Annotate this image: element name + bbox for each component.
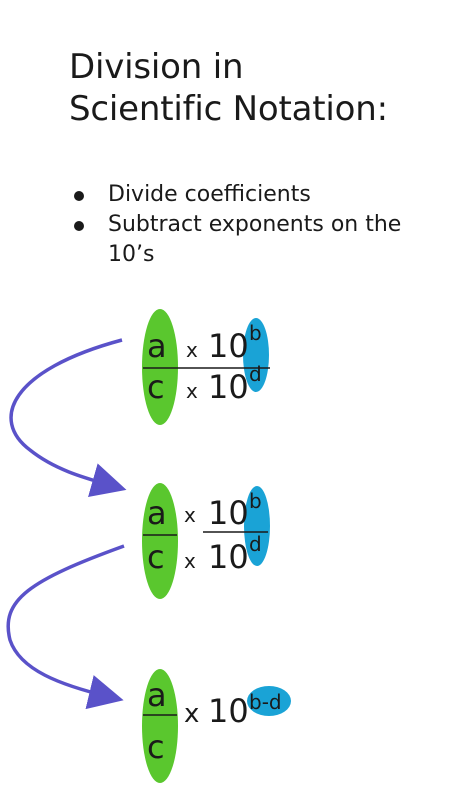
times-sign: x: [186, 338, 198, 362]
title-line-1: Division in: [69, 47, 244, 87]
numerator-base: 10: [208, 327, 249, 365]
coefficient-highlight: [142, 669, 178, 783]
bullet-text: Divide coefficients: [108, 182, 311, 207]
result-exponent: b-d: [249, 690, 282, 714]
coefficient-highlight: [142, 483, 178, 599]
numerator-base: 10: [208, 494, 249, 532]
denominator-coefficient: c: [147, 538, 165, 576]
expression-original: a x 10 b c x 10 d: [142, 309, 270, 425]
times-sign: x: [184, 699, 199, 729]
exponent-highlight: [247, 686, 291, 716]
denominator-exponent: d: [249, 532, 262, 556]
bullet-item-subtract: Subtract exponents on the 10’s: [70, 210, 408, 270]
denominator-exponent: d: [249, 362, 262, 386]
expression-split: a x 10 b c x 10 d: [142, 483, 270, 599]
curved-arrow-icon: [9, 338, 127, 498]
denominator-base: 10: [208, 368, 249, 406]
slide-title: Division in Scientific Notation:: [69, 46, 388, 130]
exponent-highlight: [244, 486, 270, 566]
title-line-2: Scientific Notation:: [69, 89, 388, 129]
expression-result: a c x 10 b-d: [142, 669, 291, 783]
numerator-coefficient: a: [147, 494, 167, 532]
numerator-exponent: b: [249, 489, 262, 513]
bullet-dot-icon: [74, 221, 84, 231]
denominator-base: 10: [208, 538, 249, 576]
bullet-text: Subtract exponents on the 10’s: [108, 212, 402, 267]
numerator-coefficient: a: [147, 676, 167, 714]
numerator-coefficient: a: [147, 327, 167, 365]
times-sign: x: [184, 549, 196, 573]
curved-arrow-icon: [6, 544, 125, 710]
times-sign: x: [184, 503, 196, 527]
times-sign: x: [186, 379, 198, 403]
exponent-highlight: [243, 318, 269, 392]
bullet-dot-icon: [74, 191, 84, 201]
denominator-coefficient: c: [147, 368, 165, 406]
coefficient-highlight: [142, 309, 178, 425]
numerator-exponent: b: [249, 321, 262, 345]
denominator-coefficient: c: [147, 728, 165, 766]
bullet-item-divide: Divide coefficients: [70, 180, 408, 210]
result-base: 10: [208, 692, 249, 730]
bullet-list: Divide coefficients Subtract exponents o…: [70, 180, 408, 270]
